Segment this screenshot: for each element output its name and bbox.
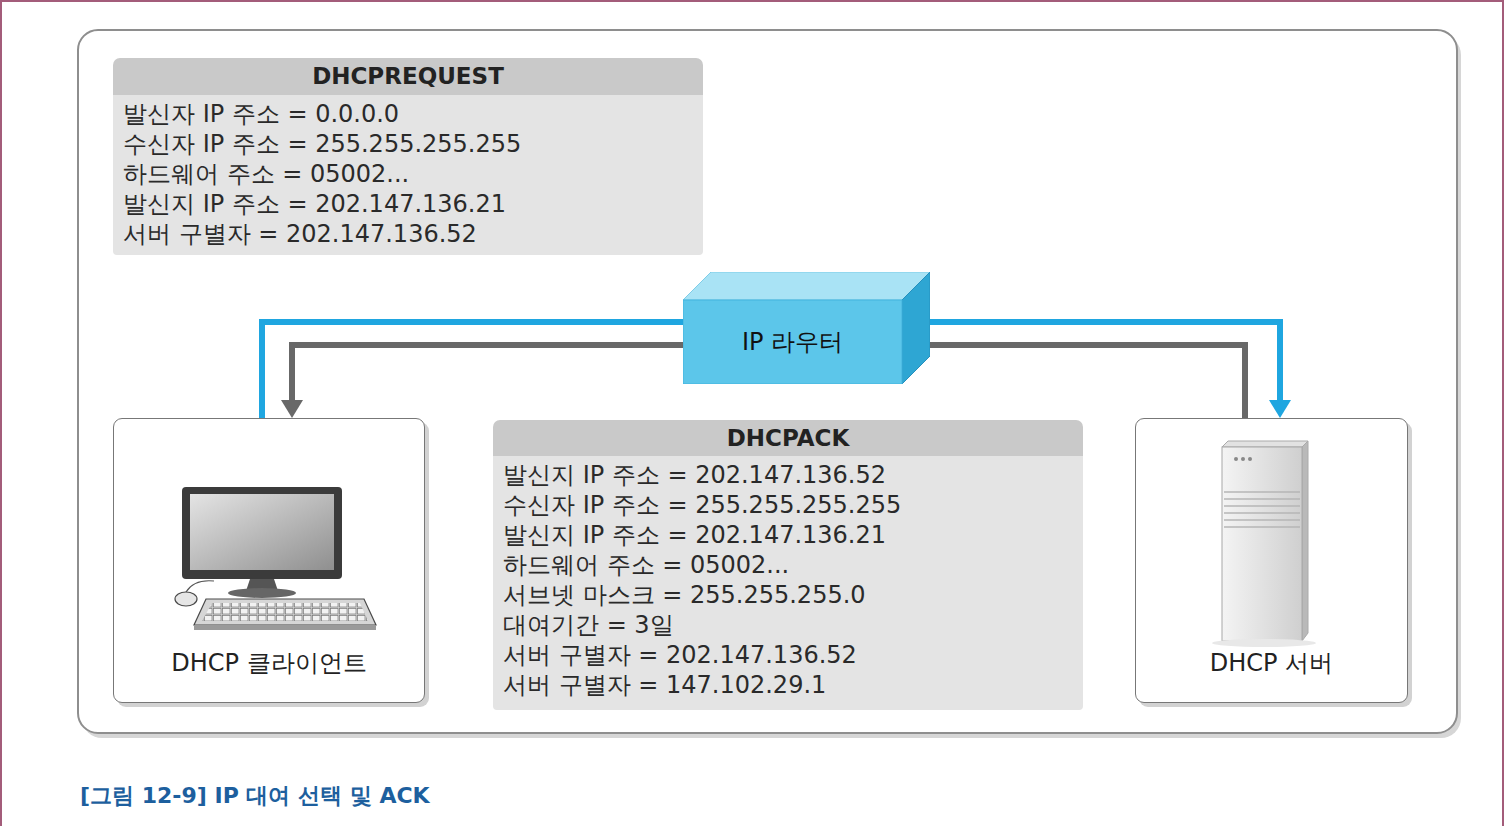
field-line: 수신자 IP 주소 = 255.255.255.255 bbox=[503, 490, 1071, 520]
field-line: 서버 구별자 = 202.147.136.52 bbox=[503, 640, 1071, 670]
connector-line bbox=[262, 322, 683, 418]
arrow-head bbox=[281, 400, 303, 418]
figure-caption: [그림 12-9] IP 대여 선택 및 ACK bbox=[80, 781, 430, 811]
message-connector bbox=[262, 322, 683, 418]
field-line: 하드웨어 주소 = 05002... bbox=[503, 550, 1071, 580]
field-line: 하드웨어 주소 = 05002... bbox=[123, 159, 691, 189]
message-connector bbox=[930, 345, 1245, 418]
field-line: 대여기간 = 3일 bbox=[503, 610, 1071, 640]
arrow-head bbox=[1269, 400, 1291, 418]
message-panel: DHCPACK발신지 IP 주소 = 202.147.136.52수신자 IP … bbox=[493, 420, 1083, 710]
message-title: DHCPREQUEST bbox=[113, 58, 703, 95]
router-label: IP 라우터 bbox=[683, 300, 902, 384]
illustration bbox=[1136, 419, 1409, 653]
server-illustration bbox=[1136, 419, 1409, 649]
router-node: IP 라우터 bbox=[683, 272, 930, 384]
computer-illustration bbox=[114, 419, 426, 649]
field-line: 발신지 IP 주소 = 202.147.136.21 bbox=[503, 520, 1071, 550]
field-line: 서브넷 마스크 = 255.255.255.0 bbox=[503, 580, 1071, 610]
illustration bbox=[114, 419, 426, 653]
message-panel: DHCPREQUEST발신자 IP 주소 = 0.0.0.0수신자 IP 주소 … bbox=[113, 58, 703, 255]
field-line: 발신지 IP 주소 = 202.147.136.52 bbox=[503, 460, 1071, 490]
connector-line bbox=[930, 345, 1245, 418]
message-fields: 발신자 IP 주소 = 0.0.0.0수신자 IP 주소 = 255.255.2… bbox=[113, 95, 703, 255]
outer-frame bbox=[78, 30, 1457, 733]
connector-line bbox=[930, 322, 1280, 402]
server-box: DHCP 서버 bbox=[1135, 418, 1408, 703]
box-label: DHCP 클라이언트 bbox=[114, 647, 424, 689]
client-box: DHCP 클라이언트 bbox=[113, 418, 425, 703]
field-line: 수신자 IP 주소 = 255.255.255.255 bbox=[123, 129, 691, 159]
field-line: 발신지 IP 주소 = 202.147.136.21 bbox=[123, 189, 691, 219]
field-line: 서버 구별자 = 202.147.136.52 bbox=[123, 219, 691, 249]
message-connector bbox=[281, 345, 683, 418]
field-line: 발신자 IP 주소 = 0.0.0.0 bbox=[123, 99, 691, 129]
message-fields: 발신지 IP 주소 = 202.147.136.52수신자 IP 주소 = 25… bbox=[493, 456, 1083, 710]
message-title: DHCPACK bbox=[493, 420, 1083, 456]
message-connector bbox=[930, 322, 1291, 418]
connector-line bbox=[292, 345, 683, 402]
field-line: 서버 구별자 = 147.102.29.1 bbox=[503, 670, 1071, 700]
box-label: DHCP 서버 bbox=[1136, 647, 1407, 689]
